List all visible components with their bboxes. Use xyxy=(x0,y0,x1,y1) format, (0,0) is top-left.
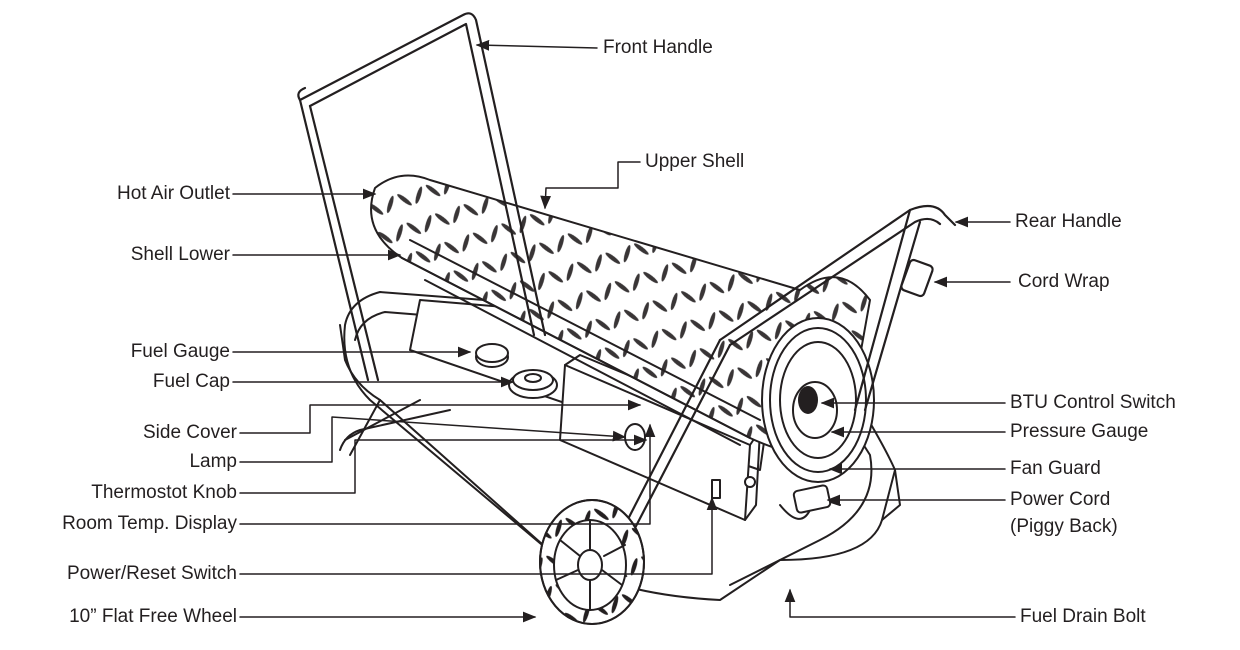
label-power-reset-switch: Power/Reset Switch xyxy=(66,563,237,584)
wheel xyxy=(539,499,645,625)
label-room-temp-display: Room Temp. Display xyxy=(62,513,237,534)
label-front-handle: Front Handle xyxy=(603,37,713,58)
power-cord-part xyxy=(779,484,841,520)
label-side-cover: Side Cover xyxy=(143,422,237,443)
label-fuel-gauge: Fuel Gauge xyxy=(130,341,230,362)
fuel-cap-part xyxy=(508,369,558,399)
label-hot-air-outlet: Hot Air Outlet xyxy=(117,183,230,204)
front-handle-part xyxy=(297,12,547,382)
label-upper-shell: Upper Shell xyxy=(645,151,745,172)
fuel-gauge-part xyxy=(475,343,509,368)
label-pressure-gauge: Pressure Gauge xyxy=(1010,421,1149,442)
label-cord-wrap: Cord Wrap xyxy=(1018,271,1110,292)
label-thermostat-knob: Thermostot Knob xyxy=(91,482,237,503)
label-fuel-cap: Fuel Cap xyxy=(152,371,230,392)
heater-shell xyxy=(370,174,871,456)
label-shell-lower: Shell Lower xyxy=(130,244,230,265)
label-lamp: Lamp xyxy=(189,451,237,472)
label-flat-free-wheel: 10” Flat Free Wheel xyxy=(69,606,237,627)
label-fan-guard: Fan Guard xyxy=(1010,458,1101,479)
label-btu-control-switch: BTU Control Switch xyxy=(1010,392,1176,413)
label-power-cord-sub: (Piggy Back) xyxy=(1010,516,1118,537)
rear-handle-part xyxy=(623,204,957,530)
leader-lines xyxy=(232,39,1016,623)
label-power-cord: Power Cord xyxy=(1010,489,1111,510)
label-fuel-drain-bolt: Fuel Drain Bolt xyxy=(1020,606,1146,627)
label-rear-handle: Rear Handle xyxy=(1015,211,1122,232)
